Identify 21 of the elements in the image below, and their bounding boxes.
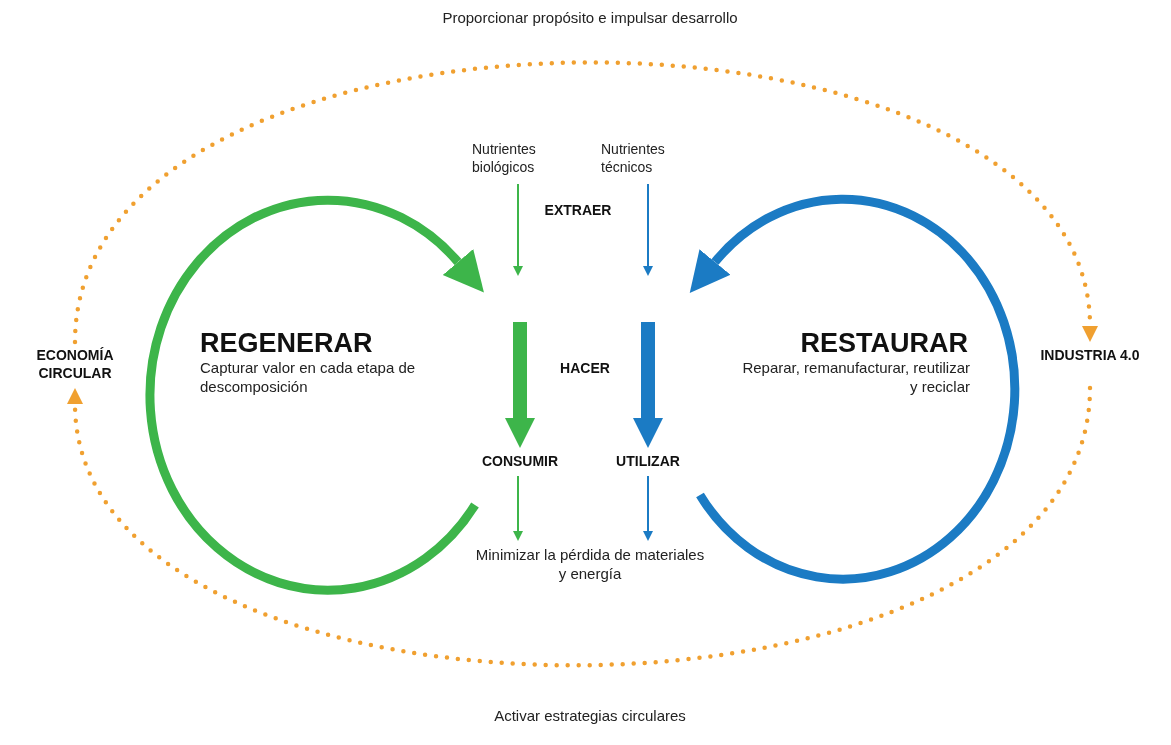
flow-label: CONSUMIR xyxy=(465,452,575,470)
section-description: Capturar valor en cada etapa de descomposición xyxy=(200,358,417,396)
flow-label: Nutrientes biológicos xyxy=(472,140,568,176)
flow-label: Minimizar la pérdida de materiales y energía xyxy=(475,545,705,583)
flow-label: ECONOMÍA CIRCULAR xyxy=(15,346,135,382)
dotted-arrow xyxy=(67,385,1093,668)
section-heading: RESTAURAR xyxy=(800,328,968,358)
arrow xyxy=(505,322,535,448)
flow-label: INDUSTRIA 4.0 xyxy=(1035,346,1145,364)
dotted-arrow xyxy=(72,60,1098,345)
flow-label: Nutrientes técnicos xyxy=(601,140,697,176)
arrow xyxy=(513,183,523,276)
arrow xyxy=(633,322,663,448)
section-description: Reparar, remanufacturar, reutilizar y reciclar xyxy=(741,358,970,396)
arrow xyxy=(513,475,523,541)
stage-label: EXTRAER xyxy=(543,201,613,220)
stage-label: HACER xyxy=(559,359,611,378)
flow-label: UTILIZAR xyxy=(598,452,698,470)
arrow xyxy=(643,475,653,541)
arrow xyxy=(643,183,653,276)
section-heading: REGENERAR xyxy=(200,328,373,358)
